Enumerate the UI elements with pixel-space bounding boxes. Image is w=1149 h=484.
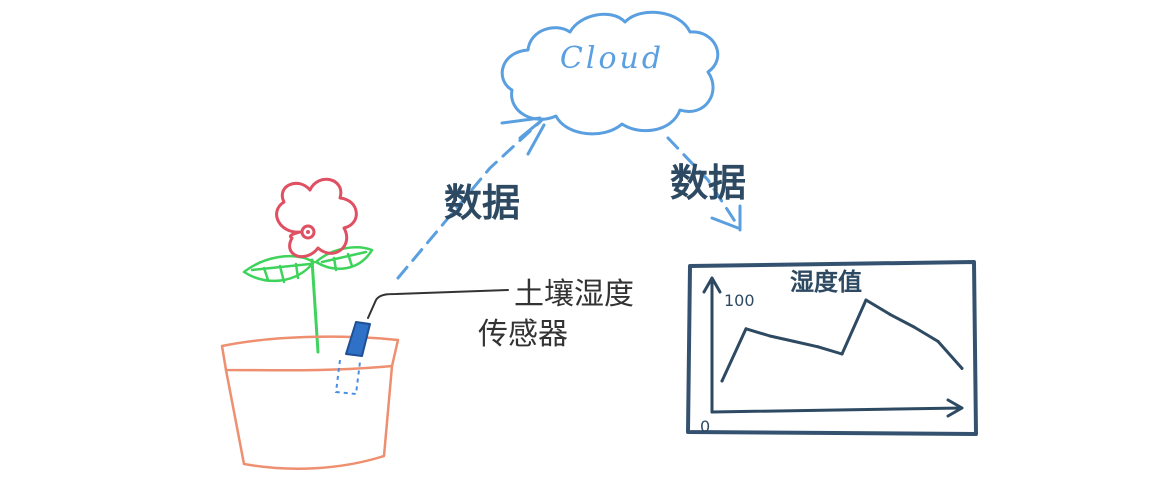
chart-title: 湿度值 xyxy=(790,268,862,296)
y-axis xyxy=(702,276,722,414)
upload-label: 数据 xyxy=(444,181,520,225)
pot-rim xyxy=(220,335,400,372)
chart-marks xyxy=(720,298,964,383)
humidity-point xyxy=(888,312,892,316)
y-tick-label-top: 100 xyxy=(724,291,755,310)
cloud-label: Cloud xyxy=(560,41,664,76)
humidity-point xyxy=(720,379,724,383)
humidity-point xyxy=(792,339,796,343)
chart-frame xyxy=(686,260,978,436)
origin-label: 0 xyxy=(700,417,710,436)
sensor-wire xyxy=(367,289,509,319)
download-arrow: 数据 xyxy=(666,136,746,232)
humidity-point xyxy=(744,327,748,331)
leaf-right xyxy=(314,246,374,272)
flower-center xyxy=(300,224,316,240)
x-axis xyxy=(710,398,964,418)
humidity-point xyxy=(840,352,844,356)
download-dashed-line xyxy=(666,136,740,228)
humidity-point xyxy=(960,366,964,370)
humidity-point xyxy=(768,334,772,338)
upload-dashed-line xyxy=(396,120,542,280)
upload-arrow: 数据 xyxy=(396,116,546,280)
humidity-point xyxy=(936,339,940,343)
soil-sensor: 土壤湿度 传感器 xyxy=(334,277,634,396)
leaf-left xyxy=(242,254,316,284)
humidity-point xyxy=(912,325,916,329)
sensor-probe xyxy=(345,321,371,357)
flower-stem xyxy=(310,258,320,354)
flower-petals xyxy=(275,177,358,259)
flower-center-dot xyxy=(306,230,310,234)
humidity-point xyxy=(816,345,820,349)
chart-panel: 湿度值 100 0 xyxy=(686,260,978,436)
humidity-series-line xyxy=(720,298,964,383)
cloud-outline xyxy=(500,10,720,136)
flower xyxy=(242,177,374,354)
sensor-label-line2: 传感器 xyxy=(478,317,568,352)
sensor-tip-dashed xyxy=(334,359,361,396)
cloud: Cloud xyxy=(500,10,720,136)
humidity-point xyxy=(864,298,868,302)
flower-pot xyxy=(220,335,400,470)
sensor-label-line1: 土壤湿度 xyxy=(514,277,634,312)
upload-arrowhead xyxy=(500,116,546,156)
download-label: 数据 xyxy=(670,161,746,205)
pot-body xyxy=(224,364,394,470)
download-arrowhead xyxy=(710,204,742,232)
